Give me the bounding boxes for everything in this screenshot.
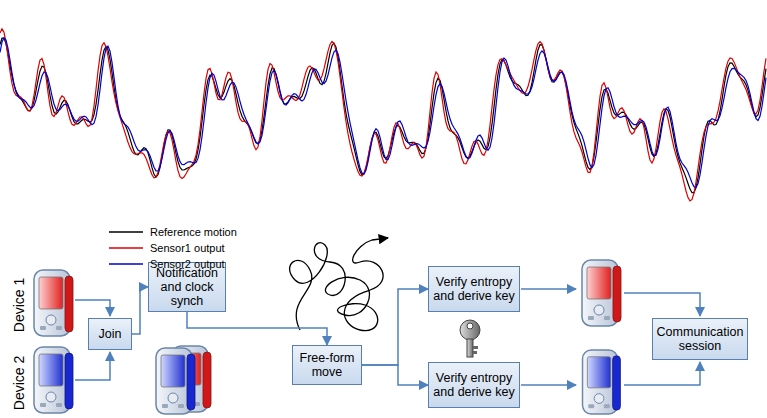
device1-icon [34,270,73,336]
device-label: Device 2 [11,356,27,410]
device-label: Device 1 [11,278,27,332]
legend-line [108,227,144,237]
process-box: Free-form move [292,345,362,385]
flow-arrow [187,312,327,345]
device-pair-icon [156,348,195,414]
flow-arrow [132,287,148,334]
legend-line [108,243,144,253]
legend-line [108,259,144,269]
legend-entry: Sensor1 output [108,242,225,254]
box-text: Verify entropy and derive key [433,275,515,303]
device2-icon [34,347,73,413]
legend-text: Sensor2 output [150,258,225,270]
flow-arrow [362,365,428,385]
process-box: Verify entropy and derive key [428,266,520,312]
motion-scribble [290,238,388,331]
legend-text: Sensor1 output [150,242,225,254]
reference-signal [0,38,766,193]
box-text: Notification and clock synch [153,266,221,308]
process-box: Join [88,318,132,350]
sensor1-signal [0,29,766,201]
box-text: Free-form move [297,351,357,379]
device2-icon [583,350,621,414]
process-box: Communication session [652,318,749,360]
legend-entry: Sensor2 output [108,258,225,270]
process-box: Verify entropy and derive key [428,362,520,408]
legend-entry: Reference motion [108,226,237,238]
box-text: Join [99,327,122,341]
box-text: Verify entropy and derive key [433,371,515,399]
box-text: Communication session [657,325,744,353]
device1-icon [582,260,621,326]
flow-arrow [362,289,428,365]
legend-text: Reference motion [150,226,237,238]
key-icon [460,320,480,357]
sensor2-signal [0,38,766,188]
